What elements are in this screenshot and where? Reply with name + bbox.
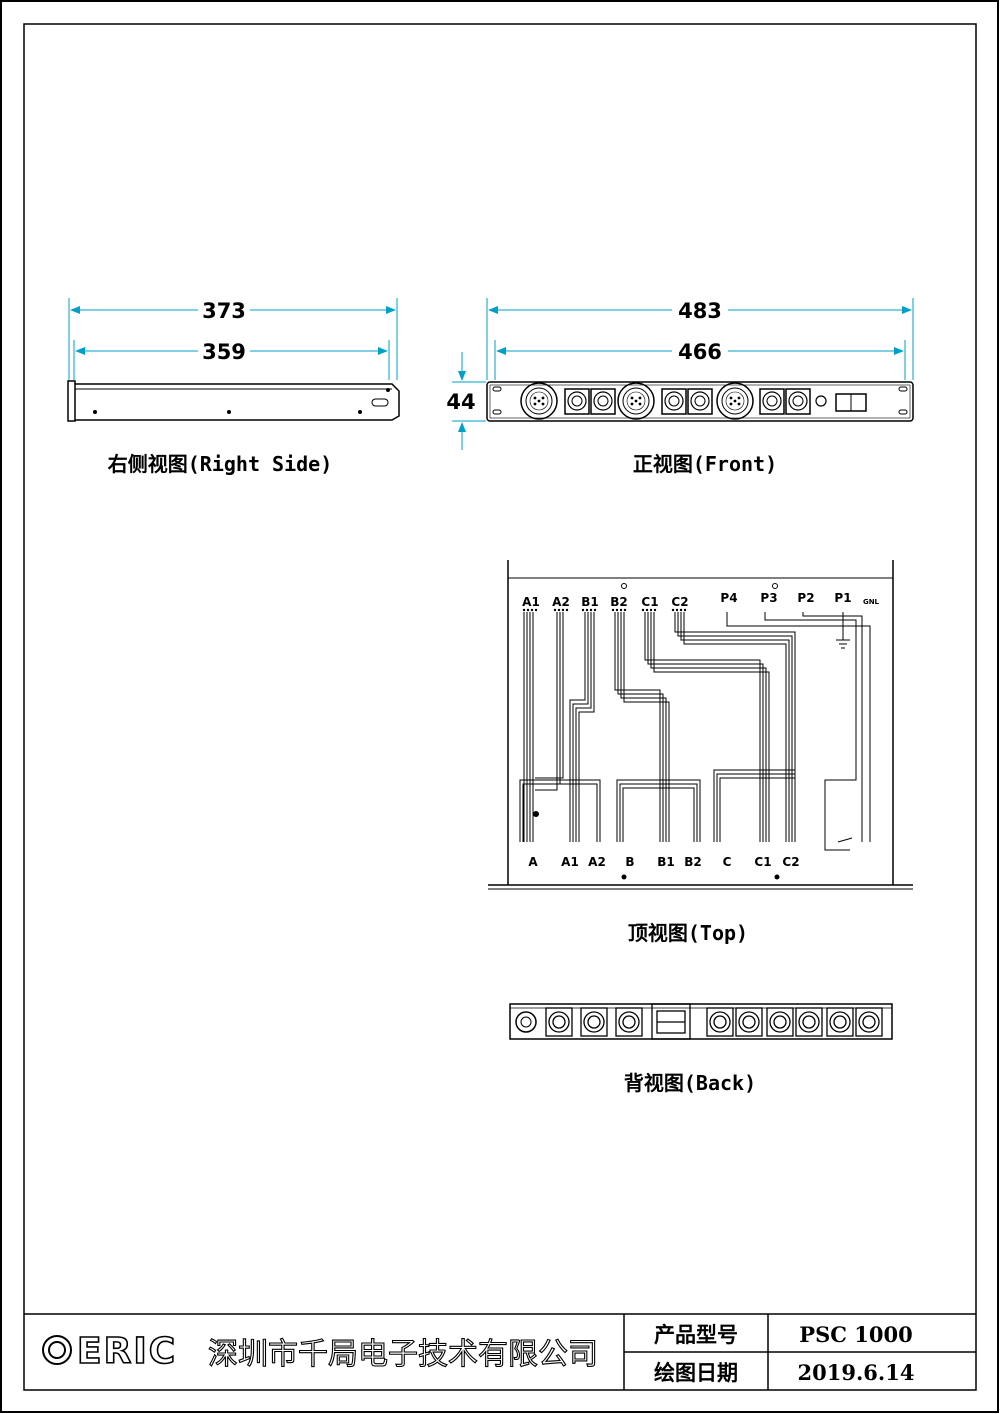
terminal-label-c2-bottom: C2 — [782, 855, 799, 869]
caption-right-side: 右侧视图(Right Side) — [108, 452, 333, 476]
dim-front-width: 483 — [678, 299, 722, 323]
terminal-label-c1-top: C1 — [641, 595, 658, 609]
caption-top: 顶视图(Top) — [628, 921, 748, 945]
caption-front: 正视图(Front) — [633, 452, 777, 476]
company-name: 深圳市千局电子技术有限公司 — [208, 1337, 598, 1372]
title-block — [24, 1313, 976, 1390]
product-model-label: 产品型号 — [654, 1323, 738, 1347]
product-model-value: PSC 1000 — [799, 1322, 912, 1347]
terminal-label-b-bottom: B — [625, 855, 634, 869]
logo-text: ERIC — [77, 1331, 177, 1372]
multipin-connector — [617, 382, 655, 420]
dim-right-length: 373 — [202, 299, 246, 323]
back-view — [509, 1003, 893, 1040]
terminal-label-b2-bottom: B2 — [684, 855, 702, 869]
caption-back: 背视图(Back) — [624, 1071, 756, 1095]
terminal-label-a1-bottom: A1 — [561, 855, 579, 869]
bottom-row-labels: A A1 A2 B B1 B2 C C1 C2 — [528, 855, 799, 869]
terminal-label-p4: P4 — [720, 591, 737, 605]
terminal-label-b2-top: B2 — [610, 595, 628, 609]
terminal-label-a1-top: A1 — [522, 595, 540, 609]
drawing-date-label: 绘图日期 — [654, 1361, 738, 1385]
terminal-label-p1: P1 — [834, 591, 851, 605]
terminal-label-gnl: GNL — [863, 598, 880, 606]
terminal-label-a2-top: A2 — [552, 595, 570, 609]
dim-front-height: 44 — [446, 390, 475, 414]
terminal-label-c-bottom: C — [723, 855, 732, 869]
terminal-label-a2-bottom: A2 — [588, 855, 606, 869]
right-side-view: 373 359 — [67, 298, 400, 422]
dim-front-inner: 466 — [678, 340, 722, 364]
terminal-label-a-bottom: A — [528, 855, 538, 869]
terminal-label-p2: P2 — [797, 591, 814, 605]
multipin-connector — [716, 382, 754, 420]
top-view — [488, 560, 913, 890]
terminal-label-c1-bottom: C1 — [754, 855, 771, 869]
drawing-date-value: 2019.6.14 — [798, 1360, 915, 1385]
company-logo: ERIC — [42, 1330, 177, 1373]
inner-border — [23, 23, 977, 1391]
terminal-label-c2-top: C2 — [671, 595, 688, 609]
front-view: 483 466 44 — [446, 298, 914, 450]
dim-right-inner: 359 — [202, 340, 246, 364]
terminal-label-b1-bottom: B1 — [657, 855, 675, 869]
power-labels: P4 P3 P2 P1 GNL — [720, 591, 879, 606]
top-row-labels: A1 A2 B1 B2 C1 C2 — [522, 595, 688, 609]
multipin-connector — [520, 382, 558, 420]
terminal-label-b1-top: B1 — [581, 595, 599, 609]
terminal-label-p3: P3 — [760, 591, 777, 605]
